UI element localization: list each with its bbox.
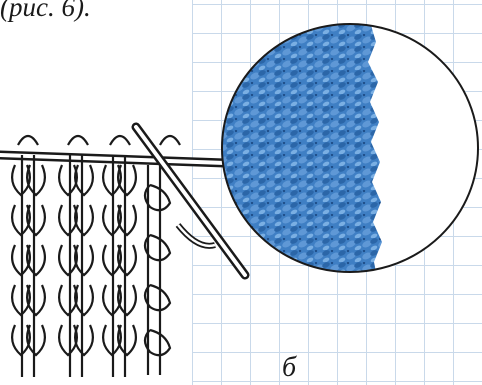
stitch-columns [12, 136, 180, 377]
magnified-knit-circle [218, 22, 482, 277]
figure-caption-top: (рис. 6). [0, 0, 91, 23]
blue-knit-fabric [218, 22, 382, 277]
figure-label-b: б [282, 352, 296, 384]
